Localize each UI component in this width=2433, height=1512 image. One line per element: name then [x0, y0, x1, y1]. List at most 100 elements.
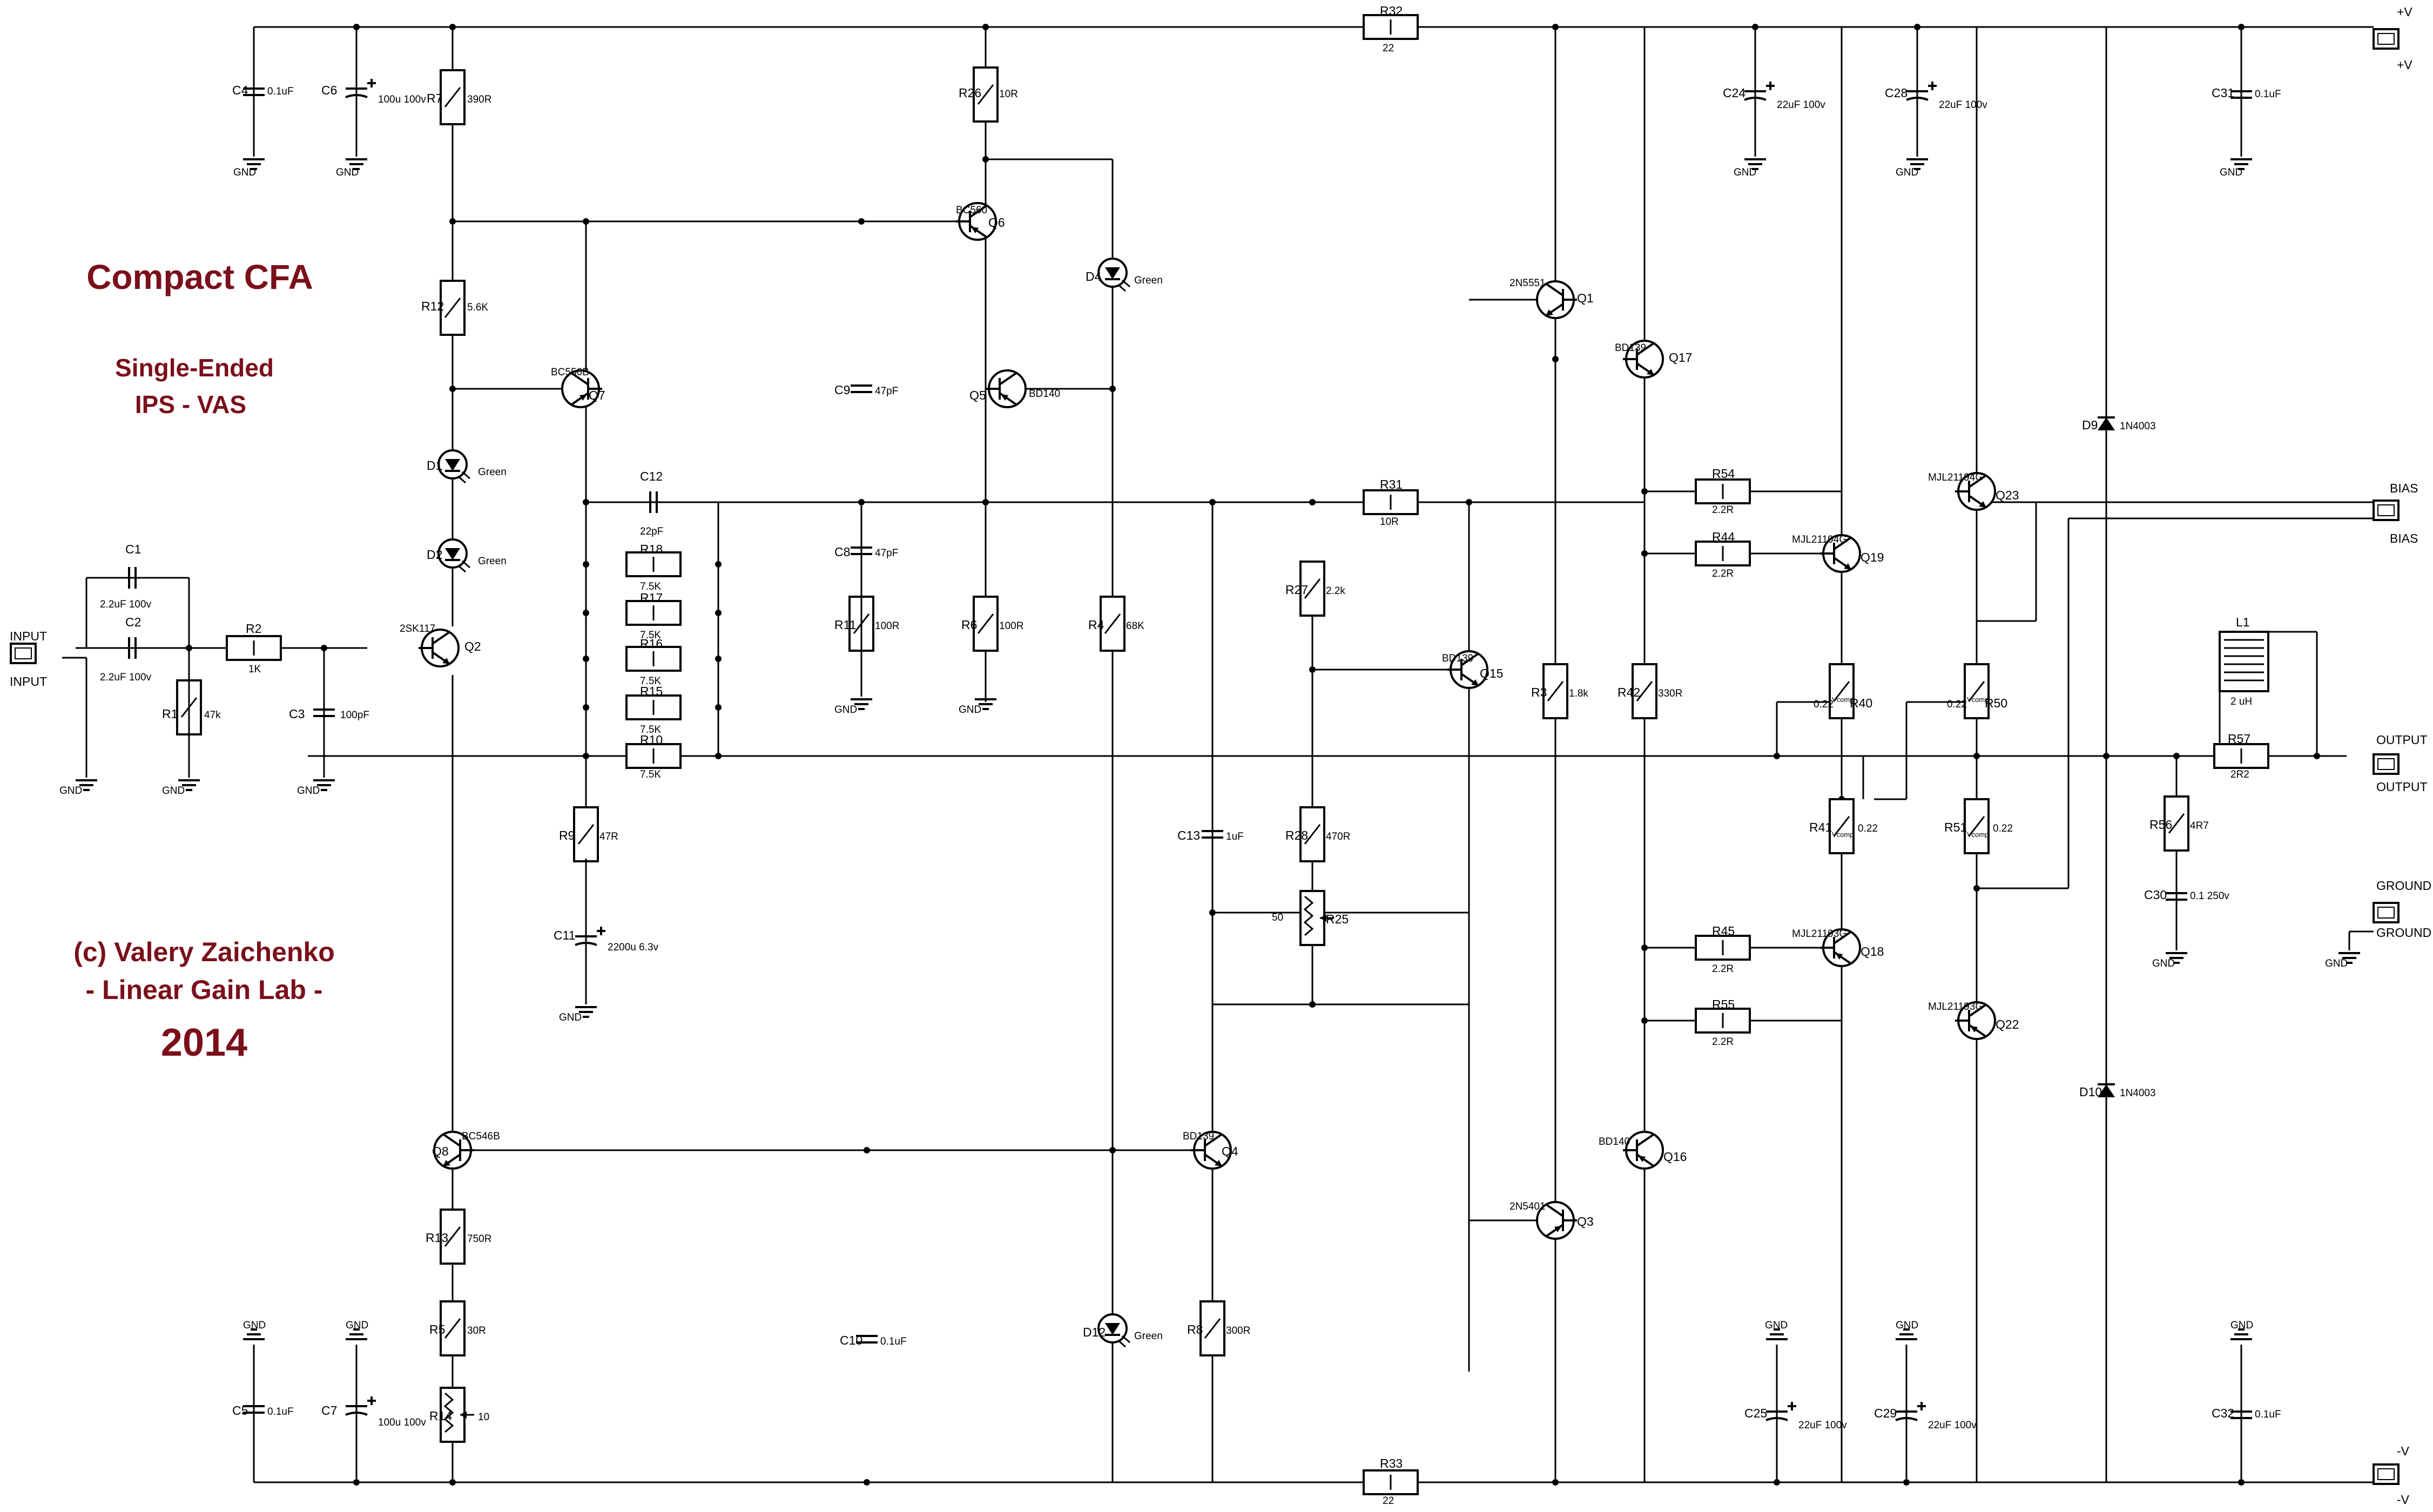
capacitor-c10: C10 0.1uF [840, 1333, 907, 1347]
svg-text:BC546B: BC546B [462, 1131, 500, 1142]
svg-text:22uF 100v: 22uF 100v [1798, 1420, 1847, 1431]
svg-text:R17: R17 [640, 591, 663, 605]
svg-text:R1: R1 [162, 707, 178, 721]
svg-text:2.2R: 2.2R [1712, 1036, 1734, 1048]
svg-text:100u 100v: 100u 100v [378, 94, 426, 105]
svg-text:R33: R33 [1380, 1456, 1403, 1470]
svg-text:0.22: 0.22 [1947, 699, 1967, 710]
svg-text:BD139: BD139 [1442, 653, 1473, 664]
svg-text:R25: R25 [1326, 912, 1349, 926]
svg-text:Q3: Q3 [1577, 1214, 1594, 1228]
svg-text:MJL21194G: MJL21194G [1792, 534, 1847, 545]
svg-text:GND: GND [959, 704, 981, 716]
svg-text:C9: C9 [834, 383, 850, 397]
svg-text:R54: R54 [1712, 467, 1735, 481]
svg-text:BD139: BD139 [1615, 342, 1646, 354]
transistor-q2: Q2 2SK117 [400, 623, 481, 667]
resistor-r55: R55 2.2R [1695, 997, 1751, 1048]
svg-text:10R: 10R [999, 89, 1018, 100]
svg-text:R26: R26 [959, 86, 981, 100]
svg-text:C4: C4 [232, 83, 248, 97]
svg-text:R11: R11 [834, 618, 857, 632]
svg-text:R31: R31 [1380, 477, 1403, 491]
svg-text:C13: C13 [1177, 828, 1200, 842]
svg-text:OUTPUT: OUTPUT [2376, 780, 2428, 794]
ground-connector[interactable]: GROUND GROUND [2373, 879, 2431, 940]
svg-text:GND: GND [834, 704, 857, 716]
svg-text:22uF 100v: 22uF 100v [1928, 1420, 1977, 1431]
svg-text:Q2: Q2 [464, 639, 481, 653]
svg-text:BIAS: BIAS [2390, 531, 2418, 545]
svg-text:1K: 1K [248, 664, 261, 675]
svg-text:INPUT: INPUT [10, 629, 47, 643]
svg-text:GND: GND [1765, 1320, 1788, 1331]
svg-text:D9: D9 [2082, 418, 2098, 432]
svg-text:0.1uF: 0.1uF [2255, 1409, 2281, 1420]
svg-text:100pF: 100pF [340, 710, 369, 721]
svg-text:5.6K: 5.6K [467, 302, 488, 313]
neg-supply-connector[interactable]: -V -V [2373, 1444, 2410, 1507]
svg-text:C28: C28 [1885, 86, 1908, 100]
svg-text:GND: GND [233, 167, 256, 178]
svg-text:GND: GND [162, 785, 185, 796]
output-connector[interactable]: OUTPUT OUTPUT [2373, 733, 2428, 794]
svg-text:R41: R41 [1809, 820, 1832, 834]
svg-text:100R: 100R [999, 620, 1023, 632]
svg-text:7.5K: 7.5K [640, 630, 661, 641]
svg-text:100u 100v: 100u 100v [378, 1417, 426, 1428]
svg-text:2200u 6.3v: 2200u 6.3v [608, 942, 659, 953]
bias-connector[interactable]: BIAS BIAS [2373, 481, 2418, 545]
svg-text:2N5551: 2N5551 [1509, 278, 1546, 289]
svg-text:R55: R55 [1712, 997, 1735, 1011]
svg-text:47pF: 47pF [875, 386, 898, 397]
svg-text:Q5: Q5 [969, 388, 986, 402]
svg-text:R56: R56 [2149, 818, 2172, 832]
svg-text:2SK117: 2SK117 [400, 623, 435, 634]
svg-text:R3: R3 [1531, 685, 1547, 699]
svg-text:0.1uF: 0.1uF [267, 1406, 294, 1418]
svg-text:Green: Green [1134, 1331, 1163, 1342]
svg-text:R9: R9 [559, 828, 575, 842]
svg-text:Q19: Q19 [1861, 550, 1884, 564]
svg-text:C2: C2 [125, 615, 141, 629]
pos-supply-connector[interactable]: +V +V [2373, 5, 2412, 72]
svg-text:Vcomp: Vcomp [1832, 696, 1854, 704]
svg-text:C12: C12 [640, 469, 663, 483]
svg-text:R8: R8 [1187, 1322, 1203, 1336]
svg-text:C7: C7 [321, 1403, 337, 1418]
svg-text:+V: +V [2397, 58, 2412, 72]
svg-text:330R: 330R [1658, 688, 1682, 699]
svg-text:R51: R51 [1944, 820, 1967, 834]
capacitor-c9: C9 47pF [834, 383, 898, 397]
input-connector[interactable]: INPUT INPUT [10, 629, 47, 688]
svg-text:C32: C32 [2212, 1406, 2234, 1420]
svg-text:47k: 47k [204, 710, 221, 721]
svg-text:C10: C10 [840, 1333, 862, 1347]
svg-text:C25: C25 [1744, 1406, 1767, 1420]
capacitor-c1: C12.2uF 100v [100, 542, 152, 610]
svg-text:0.1uF: 0.1uF [880, 1336, 907, 1347]
